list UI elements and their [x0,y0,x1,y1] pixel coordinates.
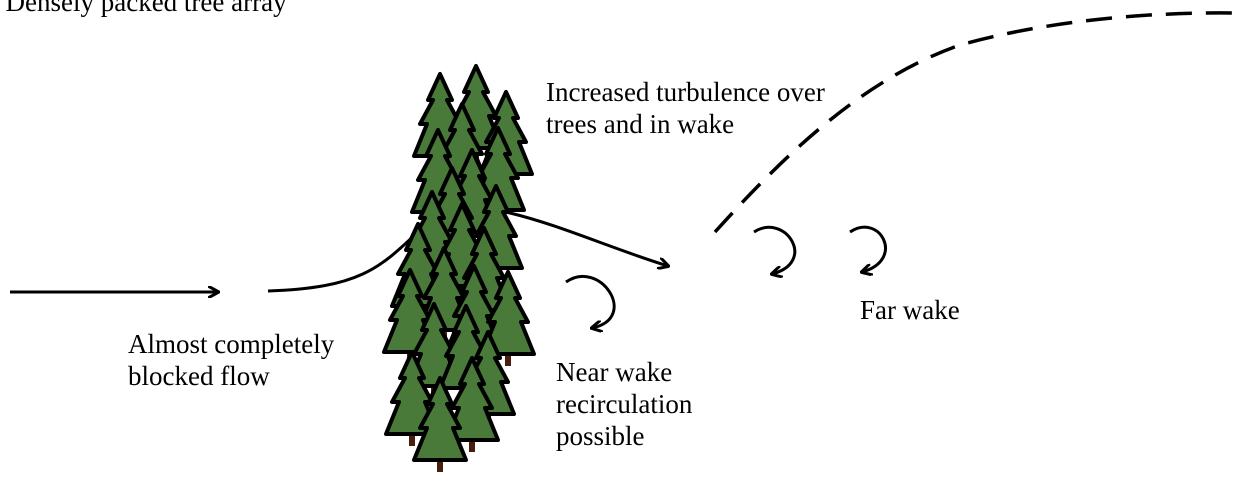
far-wake-eddy-arrow-1 [753,225,797,274]
turbulence-label-line-2: trees and in wake [546,109,735,139]
blocked-flow-label-line-1: Almost completely [128,329,335,359]
blocked-flow-label: Almost completely blocked flow [128,328,334,392]
blocked-flow-label-line-2: blocked flow [128,361,270,391]
near-wake-eddy-arrow [565,274,616,328]
near-wake-label-line-2: recirculation [556,389,693,419]
far-wake-eddy-arrow-2 [849,225,887,272]
tree-array [382,64,536,474]
near-wake-label-line-3: possible [556,421,645,451]
turbulence-label-line-1: Increased turbulence over [546,77,825,107]
diagram-title: . Densely packed tree array [0,0,287,17]
near-wake-label: Near wake recirculation possible [556,356,692,452]
turbulence-label: Increased turbulence over trees and in w… [546,76,825,140]
far-wake-label: Far wake [860,295,960,325]
near-wake-label-line-1: Near wake [556,357,673,387]
wake-boundary-dashed [713,11,1236,234]
